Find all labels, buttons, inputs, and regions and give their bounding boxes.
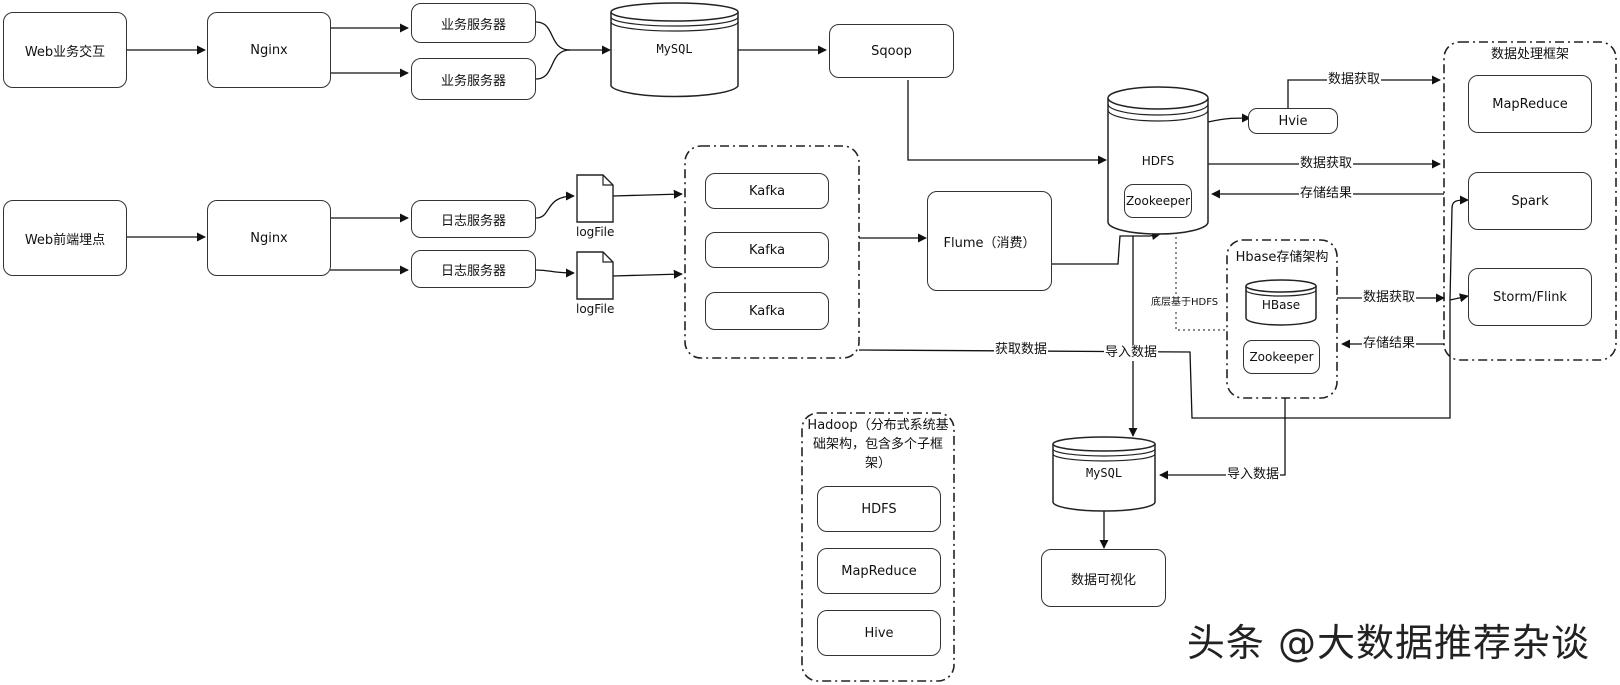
label-store-result-hbase: 存储结果 [1362, 336, 1417, 352]
mysql-top-label: MySQL [656, 42, 693, 56]
biz-server-1-node[interactable]: 业务服务器 [411, 3, 536, 43]
edge-logfile1-kafka [612, 189, 683, 199]
edge-kafka-processing [858, 293, 1469, 419]
edge-log2-logfile2 [535, 268, 575, 278]
processing-spark-node[interactable]: Spark [1468, 172, 1592, 230]
flume-node[interactable]: Flume（消费） [927, 191, 1052, 291]
label-import-data-hdfs: 导入数据 [1104, 345, 1159, 361]
hadoop-mapreduce-node[interactable]: MapReduce [817, 548, 941, 594]
mysql-top-cylinder [610, 2, 739, 98]
log-server-1-node[interactable]: 日志服务器 [411, 200, 536, 238]
log-server-2-node[interactable]: 日志服务器 [411, 250, 536, 288]
kafka-node-3[interactable]: Kafka [705, 292, 829, 330]
hbase-frame [1226, 239, 1338, 399]
label-fetch-data-hvie: 数据获取 [1327, 72, 1382, 88]
hadoop-title-line-2: 础架构，包含多个子框 [812, 437, 943, 452]
logfile-2-label: logFile [576, 302, 615, 316]
kafka-cluster-frame [684, 145, 860, 359]
mysql-bottom-cylinder [1052, 436, 1156, 512]
kafka-node-2[interactable]: Kafka [705, 232, 829, 268]
hadoop-hdfs-node[interactable]: HDFS [817, 486, 941, 532]
edge-sqoop-hdfs [907, 80, 1107, 165]
hvie-node[interactable]: Hvie [1248, 108, 1338, 134]
edge-biz1-mysql [535, 21, 611, 55]
label-import-data-hbase: 导入数据 [1226, 467, 1281, 483]
label-store-result-hdfs: 存储结果 [1299, 186, 1354, 202]
label-fetch-data-hbase: 数据获取 [1362, 290, 1417, 306]
hbase-zookeeper-node[interactable]: Zookeeper [1243, 340, 1320, 374]
visualization-node[interactable]: 数据可视化 [1041, 549, 1166, 607]
web-interact-node[interactable]: Web业务交互 [3, 12, 127, 88]
label-fetch-data-hdfs: 数据获取 [1299, 156, 1354, 172]
hbase-cylinder [1245, 279, 1317, 326]
hdfs-zookeeper-node[interactable]: Zookeeper [1124, 184, 1192, 218]
nginx-bottom-node[interactable]: Nginx [207, 200, 331, 276]
edge-log1-logfile1 [535, 191, 575, 219]
hadoop-title-line-3: 架） [864, 456, 891, 471]
edge-logfile2-kafka [612, 269, 683, 279]
label-get-data: 获取数据 [994, 342, 1049, 358]
processing-frame [1443, 41, 1617, 361]
edge-kafka-spark [1449, 195, 1469, 301]
processing-mapreduce-node[interactable]: MapReduce [1468, 75, 1592, 133]
hbase-label: HBase [1261, 298, 1301, 312]
hbase-frame-title: Hbase存储架构 [1235, 250, 1329, 265]
sqoop-node[interactable]: Sqoop [829, 24, 954, 78]
processing-frame-title: 数据处理框架 [1490, 47, 1569, 62]
edge-flume-hdfs [1052, 231, 1161, 265]
nginx-top-node[interactable]: Nginx [207, 12, 331, 88]
mysql-bottom-label: MySQL [1085, 466, 1123, 480]
logfile-2-icon [576, 251, 614, 300]
edge-hbase-mysql-bottom [1159, 398, 1286, 480]
biz-server-2-node[interactable]: 业务服务器 [411, 58, 536, 100]
edge-hdfs-hvie [1207, 113, 1251, 123]
edge-hbase-based-on-hdfs [1175, 222, 1226, 331]
web-tracking-node[interactable]: Web前端埋点 [3, 200, 127, 276]
hadoop-frame [801, 412, 955, 682]
kafka-node-1[interactable]: Kafka [705, 173, 829, 209]
hdfs-label: HDFS [1141, 154, 1175, 168]
hadoop-title-line-1: Hadoop（分布式系统基 [807, 418, 949, 433]
label-based-on-hdfs: 底层基于HDFS [1150, 295, 1220, 311]
hadoop-hive-node[interactable]: Hive [817, 610, 941, 656]
logfile-1-label: logFile [576, 225, 615, 239]
logfile-1-icon [576, 174, 614, 223]
edge-biz2-mysql [535, 49, 571, 80]
edge-hvie-processing [1287, 75, 1441, 108]
hadoop-frame-title: Hadoop（分布式系统基 础架构，包含多个子框 架） [802, 416, 954, 473]
processing-storm-flink-node[interactable]: Storm/Flink [1468, 268, 1592, 326]
watermark-text: 头条 @大数据推荐杂谈 [1186, 621, 1590, 665]
